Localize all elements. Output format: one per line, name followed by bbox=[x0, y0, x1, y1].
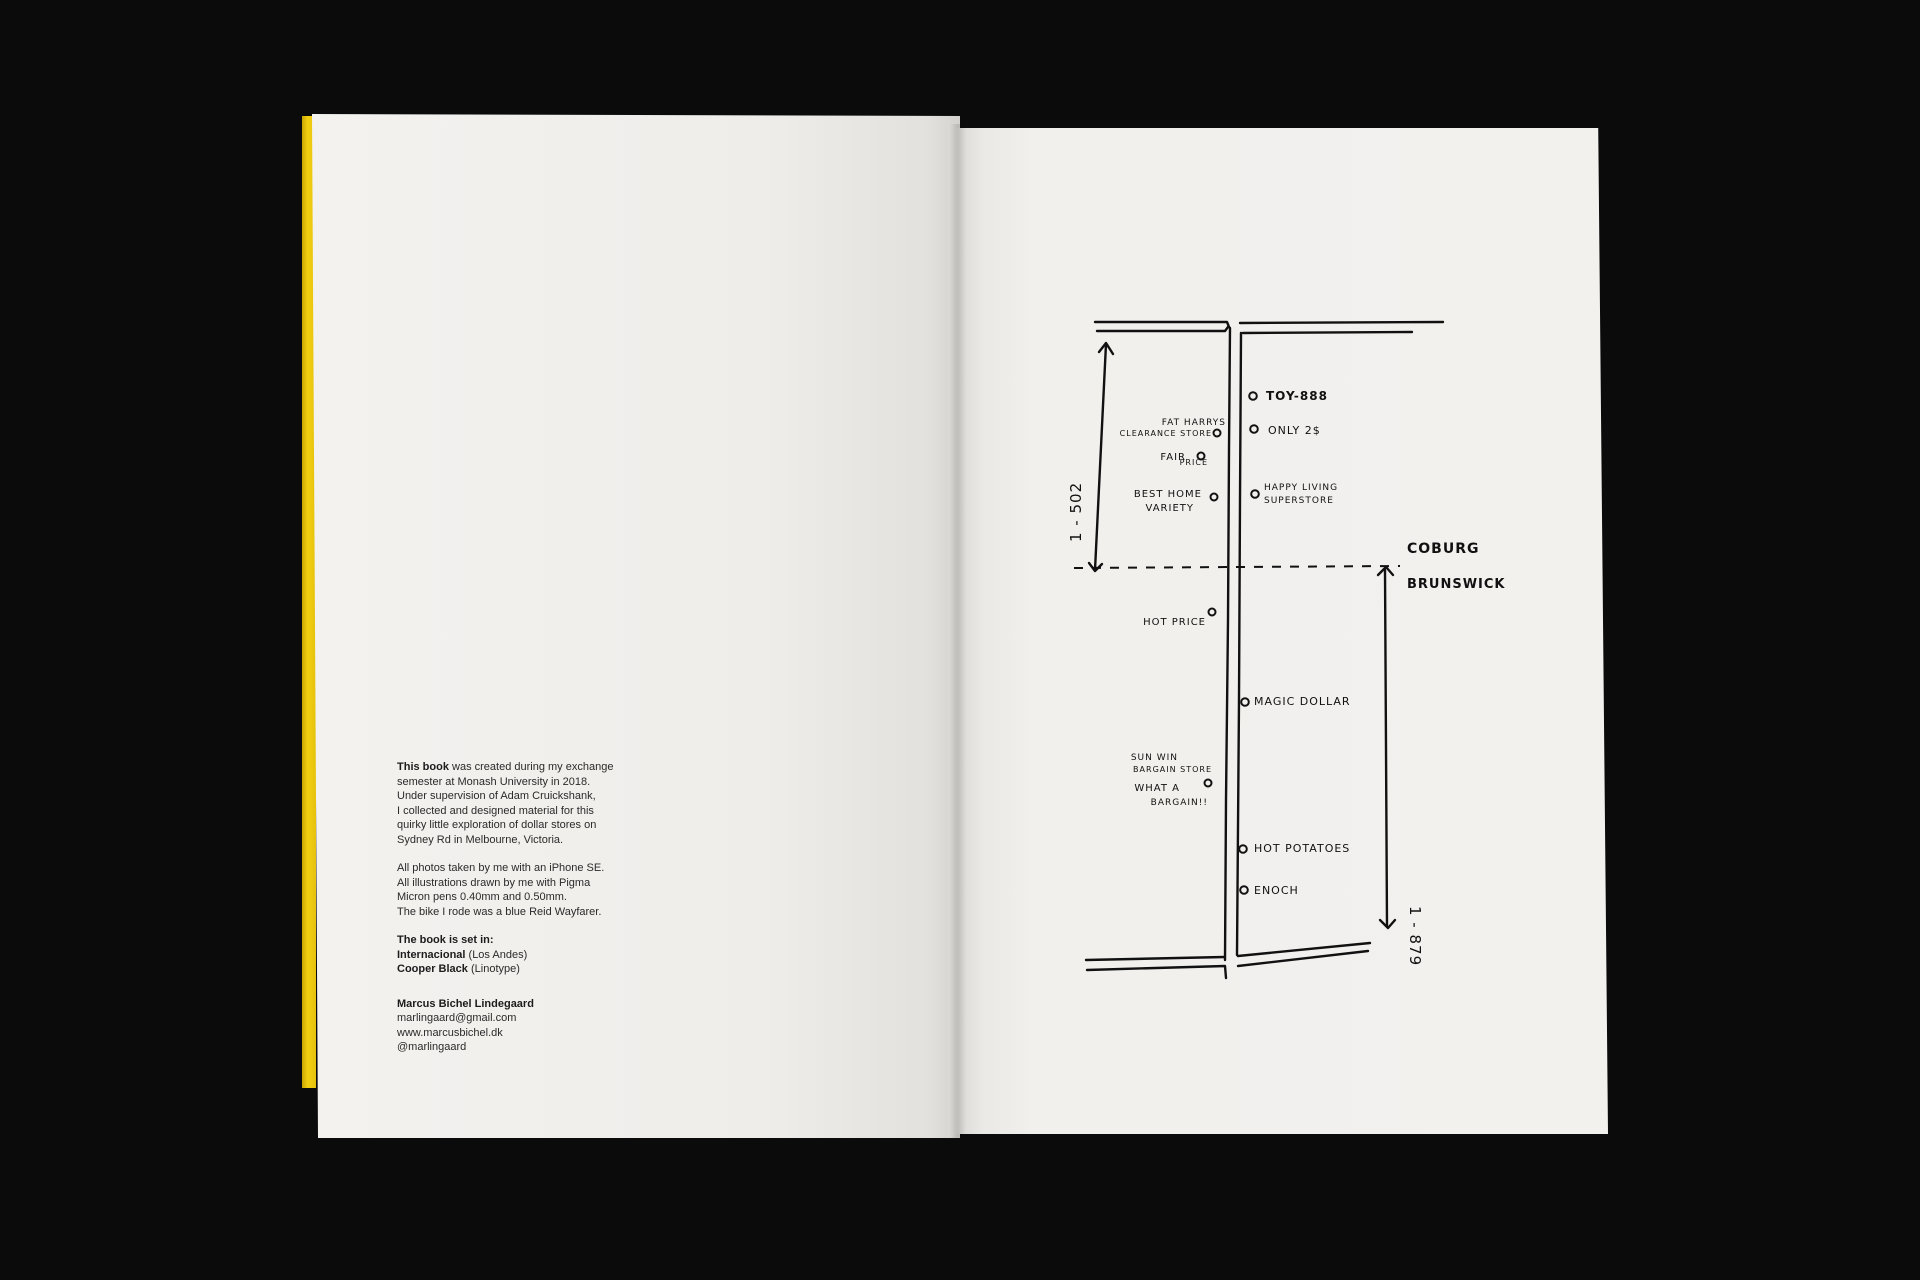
contact-handle: @marlingaard bbox=[397, 1041, 467, 1053]
bottom-street-right-lower bbox=[1236, 949, 1370, 968]
intro-line: Sydney Rd in Melbourne, Victoria. bbox=[397, 833, 564, 846]
store-label-fat-1: FAT HARRYS bbox=[1162, 418, 1226, 428]
colophon-typeset: The book is set in: Internacional (Los A… bbox=[397, 933, 687, 977]
store-label-happy-2: SUPERSTORE bbox=[1264, 496, 1334, 506]
sydney-rd-east-edge bbox=[1235, 331, 1243, 957]
bottom-street-right-upper bbox=[1236, 941, 1372, 958]
suburb-north-label: COBURG bbox=[1407, 541, 1480, 557]
store-label-best-2: VARIETY bbox=[1146, 503, 1194, 514]
store-marker bbox=[1203, 778, 1213, 788]
credits-line: The bike I rode was a blue Reid Wayfarer… bbox=[397, 905, 602, 918]
store-marker bbox=[1196, 451, 1206, 461]
font-foundry: (Linotype) bbox=[467, 963, 520, 975]
contact-email: marlingaard@gmail.com bbox=[397, 1012, 517, 1024]
bottom-street-left-upper bbox=[1084, 955, 1226, 962]
book-gutter bbox=[950, 124, 966, 1138]
contact-website: www.marcusbichel.dk bbox=[397, 1026, 503, 1039]
store-marker bbox=[1207, 607, 1217, 617]
left-page bbox=[312, 114, 960, 1138]
top-street-right-lower bbox=[1241, 330, 1414, 335]
range-lower-arrow-head-bottom bbox=[1378, 918, 1397, 930]
store-marker bbox=[1240, 697, 1250, 707]
range-lower-arrow-shaft bbox=[1383, 568, 1389, 928]
store-label-happy-1: HAPPY LIVING bbox=[1264, 483, 1338, 493]
range-upper-arrow-head-top bbox=[1097, 341, 1115, 356]
author-name: Marcus Bichel Lindegaard bbox=[397, 997, 534, 1010]
top-street-left-lower bbox=[1095, 325, 1230, 333]
store-markers bbox=[1196, 391, 1260, 895]
credits-line: All photos taken by me with an iPhone SE… bbox=[397, 862, 605, 874]
typeset-heading: The book is set in: bbox=[397, 934, 494, 946]
intro-line: Under supervision of Adam Cruickshank, bbox=[397, 790, 596, 802]
store-label-fair-1: FAIR bbox=[1160, 452, 1186, 463]
coburg-brunswick-boundary bbox=[1073, 565, 1401, 569]
font-name: Cooper Black bbox=[397, 963, 468, 975]
top-street-right-upper bbox=[1238, 320, 1445, 325]
credits-line: Micron pens 0.40mm and 0.50mm. bbox=[397, 891, 567, 903]
store-marker bbox=[1248, 391, 1258, 401]
colophon-text: This book was created during my exchange… bbox=[397, 760, 687, 1069]
store-label-hot: HOT PRICE bbox=[1143, 617, 1206, 628]
store-marker bbox=[1250, 489, 1260, 499]
store-label-sun-4: BARGAIN!! bbox=[1151, 798, 1208, 808]
font-name: Internacional bbox=[397, 948, 466, 961]
colophon-contact: Marcus Bichel Lindegaard marlingaard@gma… bbox=[397, 997, 687, 1055]
store-label-fair-2: PRICE bbox=[1180, 458, 1208, 467]
suburb-south-label: BRUNSWICK bbox=[1407, 577, 1506, 592]
font-foundry: (Los Andes) bbox=[465, 948, 528, 961]
store-label-only2: ONLY 2$ bbox=[1268, 424, 1321, 437]
store-label-potatoes: HOT POTATOES bbox=[1254, 842, 1350, 855]
sydney-rd-west-edge bbox=[1223, 326, 1232, 962]
store-label-best-1: BEST HOME bbox=[1134, 489, 1202, 500]
store-marker bbox=[1249, 424, 1259, 434]
map-streets bbox=[1084, 320, 1445, 980]
store-label-fat-2: CLEARANCE STORE bbox=[1120, 429, 1212, 438]
range-upper-label: 1 - 502 bbox=[1067, 482, 1085, 542]
store-label-magic: MAGIC DOLLAR bbox=[1254, 695, 1351, 708]
intro-line: semester at Monash University in 2018. bbox=[397, 775, 591, 788]
range-lower-label: 1 - 879 bbox=[1406, 906, 1424, 966]
range-upper-arrow-head-bottom bbox=[1087, 561, 1104, 573]
credits-line: All illustrations drawn by me with Pigma bbox=[397, 876, 591, 889]
store-marker bbox=[1212, 428, 1222, 438]
colophon-intro: This book was created during my exchange… bbox=[397, 760, 687, 847]
range-upper-arrow-shaft bbox=[1093, 342, 1108, 572]
store-marker bbox=[1238, 844, 1248, 854]
store-label-sun-2: BARGAIN STORE bbox=[1133, 765, 1212, 774]
store-label-sun-1: SUN WIN bbox=[1131, 753, 1178, 763]
intro-bold: This book bbox=[397, 761, 449, 773]
bottom-street-left-lower bbox=[1085, 964, 1228, 980]
colophon-credits: All photos taken by me with an iPhone SE… bbox=[397, 861, 687, 919]
intro-line: I collected and designed material for th… bbox=[397, 804, 594, 817]
intro-line: quirky little exploration of dollar stor… bbox=[397, 819, 597, 831]
store-label-toy: TOY-888 bbox=[1266, 389, 1328, 403]
intro-line: was created during my exchange bbox=[448, 761, 614, 773]
store-marker bbox=[1239, 885, 1249, 895]
right-page bbox=[956, 128, 1608, 1134]
store-label-sun-3: WHAT A bbox=[1134, 783, 1180, 794]
store-marker bbox=[1209, 492, 1219, 502]
top-street-left-upper bbox=[1093, 320, 1231, 329]
store-label-enoch: ENOCH bbox=[1254, 884, 1299, 897]
